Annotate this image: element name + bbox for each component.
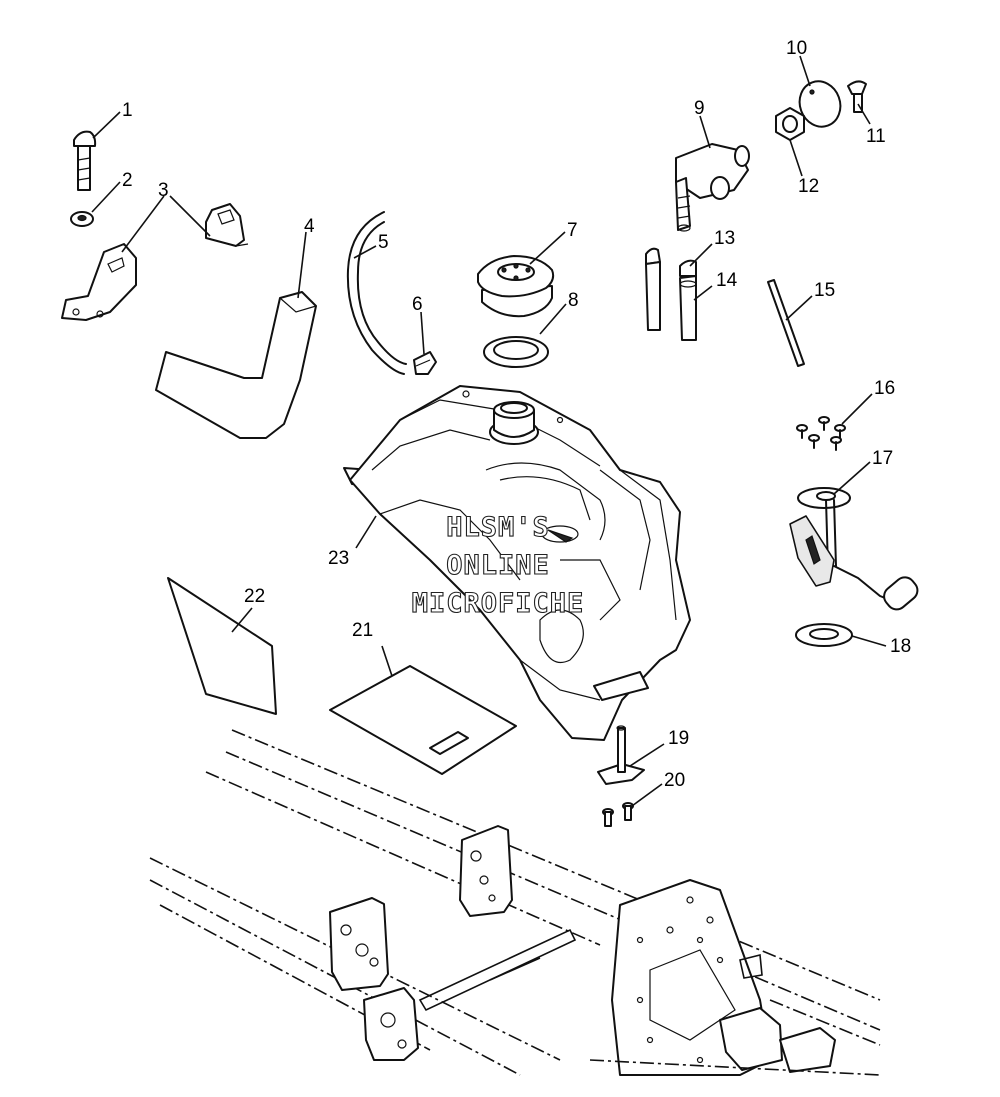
callout-10: 10 <box>786 38 807 59</box>
callout-9: 9 <box>694 98 705 119</box>
part-18-gasket-ring <box>795 623 853 647</box>
watermark-line-3: MICROFICHE <box>412 588 585 619</box>
callout-3: 3 <box>158 180 169 201</box>
callout-18: 18 <box>890 636 911 657</box>
part-7-fuel-cap <box>477 255 555 318</box>
callout-numbers: 1 2 3 4 5 6 7 8 9 10 11 12 13 14 15 16 1… <box>122 38 911 791</box>
callout-6: 6 <box>412 294 423 315</box>
callout-17: 17 <box>872 448 893 469</box>
part-16-screws <box>796 416 846 451</box>
callout-1: 1 <box>122 100 133 121</box>
part-22-pad <box>167 577 277 715</box>
part-10-disc <box>798 80 842 128</box>
watermark: HLSM'S ONLINE MICROFICHE <box>411 511 585 619</box>
part-12-nut <box>775 107 805 141</box>
callout-11: 11 <box>866 126 886 147</box>
part-4-pad <box>155 291 317 439</box>
part-17-fuel-sender <box>789 487 919 611</box>
callout-21: 21 <box>352 620 373 641</box>
callout-20: 20 <box>664 770 685 791</box>
callout-13: 13 <box>714 228 735 249</box>
part-19-stud-plate <box>597 725 645 785</box>
callout-23: 23 <box>328 548 349 569</box>
callout-2: 2 <box>122 170 133 191</box>
callout-5: 5 <box>378 232 389 253</box>
part-21-pad <box>329 665 517 775</box>
callout-19: 19 <box>668 728 689 749</box>
callout-12: 12 <box>798 176 819 197</box>
part-6-clamp <box>413 351 437 375</box>
watermark-line-2: ONLINE <box>446 550 550 581</box>
part-2-washer <box>70 211 94 227</box>
callout-8: 8 <box>568 290 579 311</box>
part-20-screws <box>602 802 634 827</box>
part-9-valve <box>675 143 750 232</box>
callout-14: 14 <box>716 270 738 291</box>
part-11-screw <box>847 80 867 113</box>
leader-lines <box>91 55 887 807</box>
callout-15: 15 <box>814 280 835 301</box>
callout-16: 16 <box>874 378 895 399</box>
callout-22: 22 <box>244 586 265 607</box>
chassis-frame <box>149 729 881 1076</box>
part-23-fuel-tank <box>343 385 691 741</box>
part-14-tubes <box>645 261 697 341</box>
watermark-line-1: HLSM'S <box>446 512 550 543</box>
part-15-rod <box>767 279 805 367</box>
part-5-hose <box>346 211 407 375</box>
part-8-gasket <box>483 336 549 368</box>
callout-4: 4 <box>304 216 315 237</box>
callout-7: 7 <box>567 220 578 241</box>
part-1-bolt <box>73 130 97 191</box>
part-3-brackets <box>61 203 249 321</box>
